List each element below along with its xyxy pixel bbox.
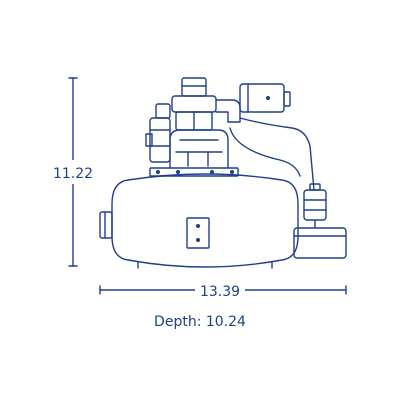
right-elbow-pipe — [215, 99, 241, 123]
mounting-flange — [149, 167, 239, 177]
flange-bolt-3 — [210, 170, 214, 174]
flange-bolt-4 — [230, 170, 234, 174]
controller-knob — [283, 91, 291, 107]
inlet-stub — [99, 211, 113, 239]
motor-housing-struts — [187, 151, 209, 167]
width-dimension: 13.39 — [99, 280, 347, 300]
label-plate — [186, 217, 210, 249]
controller-screw — [266, 96, 270, 100]
depth-label: Depth: 10.24 — [100, 314, 300, 330]
left-valve-body — [149, 117, 171, 163]
switch-cable-lower — [229, 127, 301, 177]
left-valve-port — [145, 133, 153, 147]
depth-label-prefix: Depth: — [154, 314, 202, 330]
motor-housing — [169, 129, 229, 169]
flange-bolt-2 — [176, 170, 180, 174]
depth-label-value: 10.24 — [205, 314, 246, 330]
pressure-controller — [239, 83, 285, 113]
label-plate-screw-bottom — [196, 238, 200, 242]
float-switch-body — [303, 189, 327, 221]
height-label: 11.22 — [53, 166, 93, 182]
tank-body — [111, 173, 299, 268]
base-feet — [137, 261, 273, 269]
height-dimension: 11.22 — [53, 77, 94, 267]
width-label: 13.39 — [200, 284, 240, 300]
upper-pipe-tee — [171, 95, 217, 113]
flange-bolt-1 — [156, 170, 160, 174]
left-valve-cap — [155, 103, 171, 119]
pump-drawing — [99, 77, 347, 269]
width-label-backdrop — [195, 280, 245, 300]
float-switch-cap — [309, 183, 321, 191]
float-box — [293, 227, 347, 259]
label-plate-screw-top — [196, 224, 200, 228]
switch-cable — [239, 117, 315, 191]
height-label-backdrop — [54, 160, 94, 184]
upper-pipe-riser — [181, 77, 207, 97]
